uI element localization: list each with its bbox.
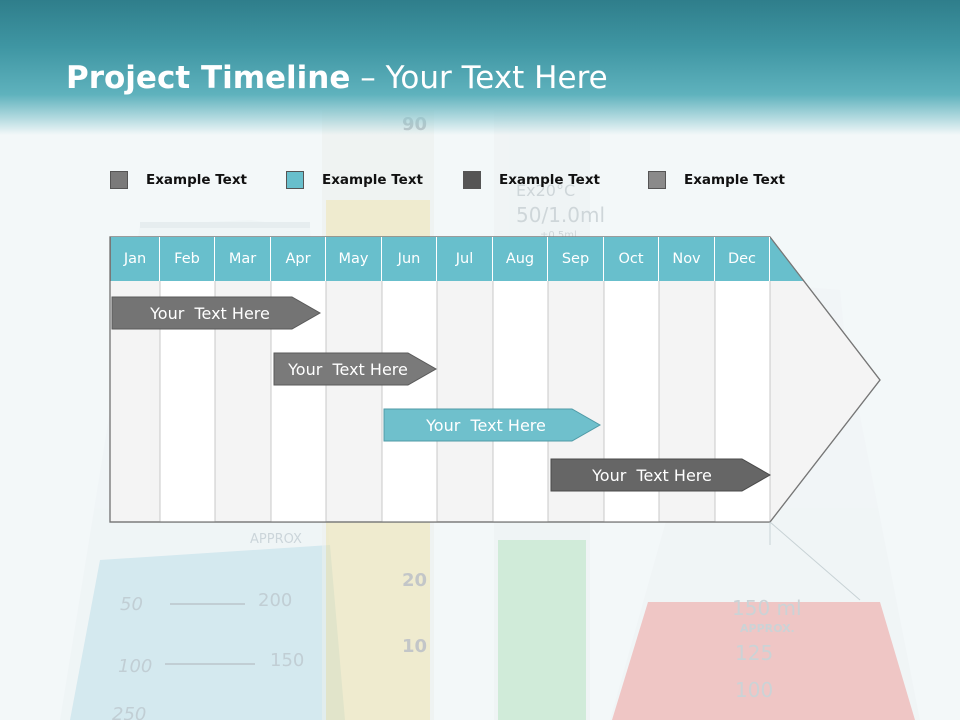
cylinder-mark: 20 xyxy=(402,570,427,591)
task-label: Your Text Here xyxy=(149,304,270,323)
task-bar-4[interactable]: Your Text Here xyxy=(550,458,772,492)
task-bar-1[interactable]: Your Text Here xyxy=(111,296,322,330)
tube-text: Ex20°C xyxy=(516,181,575,200)
title-bold: Project Timeline xyxy=(66,60,351,96)
legend-swatch xyxy=(648,171,666,189)
legend-swatch xyxy=(286,171,304,189)
legend-label: Example Text xyxy=(499,172,600,188)
month-oct: Oct xyxy=(604,237,659,281)
flask-mark: 150 ml xyxy=(732,596,802,620)
beaker-mark: 250 xyxy=(112,704,146,720)
task-label: Your Text Here xyxy=(591,466,712,485)
tube-text: 50/1.0ml xyxy=(516,203,605,227)
cylinder-mark: 10 xyxy=(402,636,427,657)
month-may: May xyxy=(326,237,382,281)
legend-item: Example Text xyxy=(648,170,785,190)
month-header-row: Jan Feb Mar Apr May Jun Jul Aug Sep Oct … xyxy=(110,237,770,281)
month-jul: Jul xyxy=(437,237,493,281)
beaker-mark: APPROX xyxy=(250,532,302,547)
legend-swatch xyxy=(463,171,481,189)
legend-swatch xyxy=(110,171,128,189)
flask-mark: APPROX. xyxy=(740,622,795,635)
tube-text: ±0.5ml xyxy=(540,230,577,241)
month-feb: Feb xyxy=(160,237,215,281)
task-label: Your Text Here xyxy=(425,416,546,435)
task-bar-2[interactable]: Your Text Here xyxy=(273,352,438,386)
beaker-mark: 150 xyxy=(270,650,304,671)
legend-item: Example Text xyxy=(463,170,600,190)
month-dec: Dec xyxy=(715,237,770,281)
legend-item: Example Text xyxy=(110,170,247,190)
month-apr: Apr xyxy=(271,237,326,281)
month-jan: Jan xyxy=(110,237,160,281)
legend-item: Example Text xyxy=(286,170,423,190)
month-mar: Mar xyxy=(215,237,271,281)
month-sep: Sep xyxy=(548,237,604,281)
page-title: Project Timeline – Your Text Here xyxy=(66,60,608,96)
title-rest: – Your Text Here xyxy=(360,60,608,96)
flask-mark: 100 xyxy=(735,678,773,702)
beaker-mark: 100 xyxy=(118,656,152,677)
beaker-mark: 50 xyxy=(120,594,143,615)
task-bar-3[interactable]: Your Text Here xyxy=(383,408,602,442)
month-jun: Jun xyxy=(382,237,437,281)
beaker-mark: 200 xyxy=(258,590,292,611)
flask-mark: 125 xyxy=(735,641,773,665)
title-banner xyxy=(0,0,960,135)
legend-label: Example Text xyxy=(322,172,423,188)
task-label: Your Text Here xyxy=(287,360,408,379)
month-nov: Nov xyxy=(659,237,715,281)
month-aug: Aug xyxy=(493,237,548,281)
legend-label: Example Text xyxy=(684,172,785,188)
legend-label: Example Text xyxy=(146,172,247,188)
